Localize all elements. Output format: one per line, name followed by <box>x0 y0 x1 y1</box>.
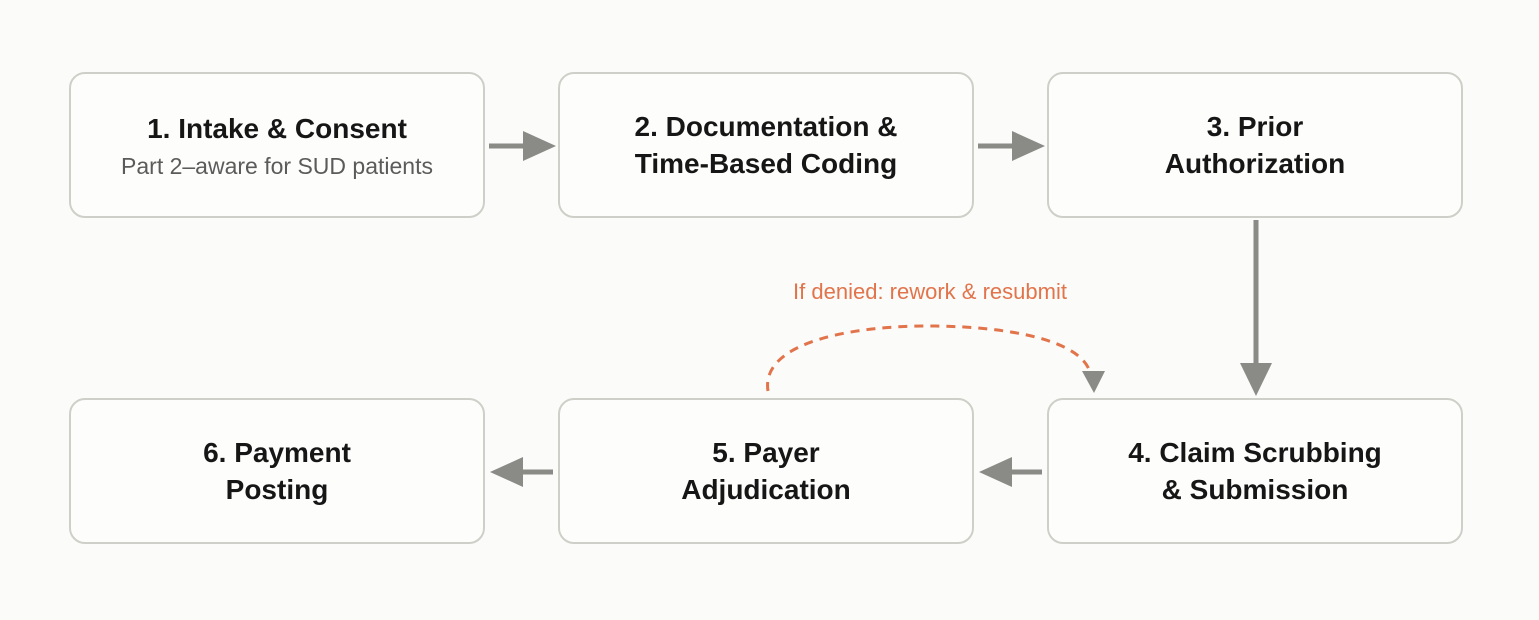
step-intake-consent: 1. Intake & Consent Part 2–aware for SUD… <box>69 72 485 218</box>
step-documentation-coding: 2. Documentation & Time-Based Coding <box>558 72 974 218</box>
step-5-title: 5. Payer Adjudication <box>681 437 851 505</box>
arrow-step2-to-step3 <box>978 131 1045 161</box>
arrow-step1-to-step2 <box>489 131 556 161</box>
step-4-title: 4. Claim Scrubbing & Submission <box>1128 437 1382 505</box>
step-3-title: 3. Prior Authorization <box>1164 111 1346 179</box>
step-claim-scrubbing: 4. Claim Scrubbing & Submission <box>1047 398 1463 544</box>
arrow-step5-to-step6 <box>490 457 553 487</box>
step-prior-authorization: 3. Prior Authorization <box>1047 72 1463 218</box>
arrow-step3-to-step4 <box>1240 220 1272 396</box>
step-2-title: 2. Documentation & Time-Based Coding <box>634 111 898 179</box>
step-payer-adjudication: 5. Payer Adjudication <box>558 398 974 544</box>
denial-loop-arrow <box>766 324 1105 393</box>
step-payment-posting: 6. Payment Posting <box>69 398 485 544</box>
step-1-subtitle: Part 2–aware for SUD patients <box>121 152 433 179</box>
arrow-step4-to-step5 <box>979 457 1042 487</box>
step-6-title: 6. Payment Posting <box>203 437 351 505</box>
denial-loop-label: If denied: rework & resubmit <box>793 279 1067 304</box>
step-1-title: 1. Intake & Consent <box>147 112 407 144</box>
